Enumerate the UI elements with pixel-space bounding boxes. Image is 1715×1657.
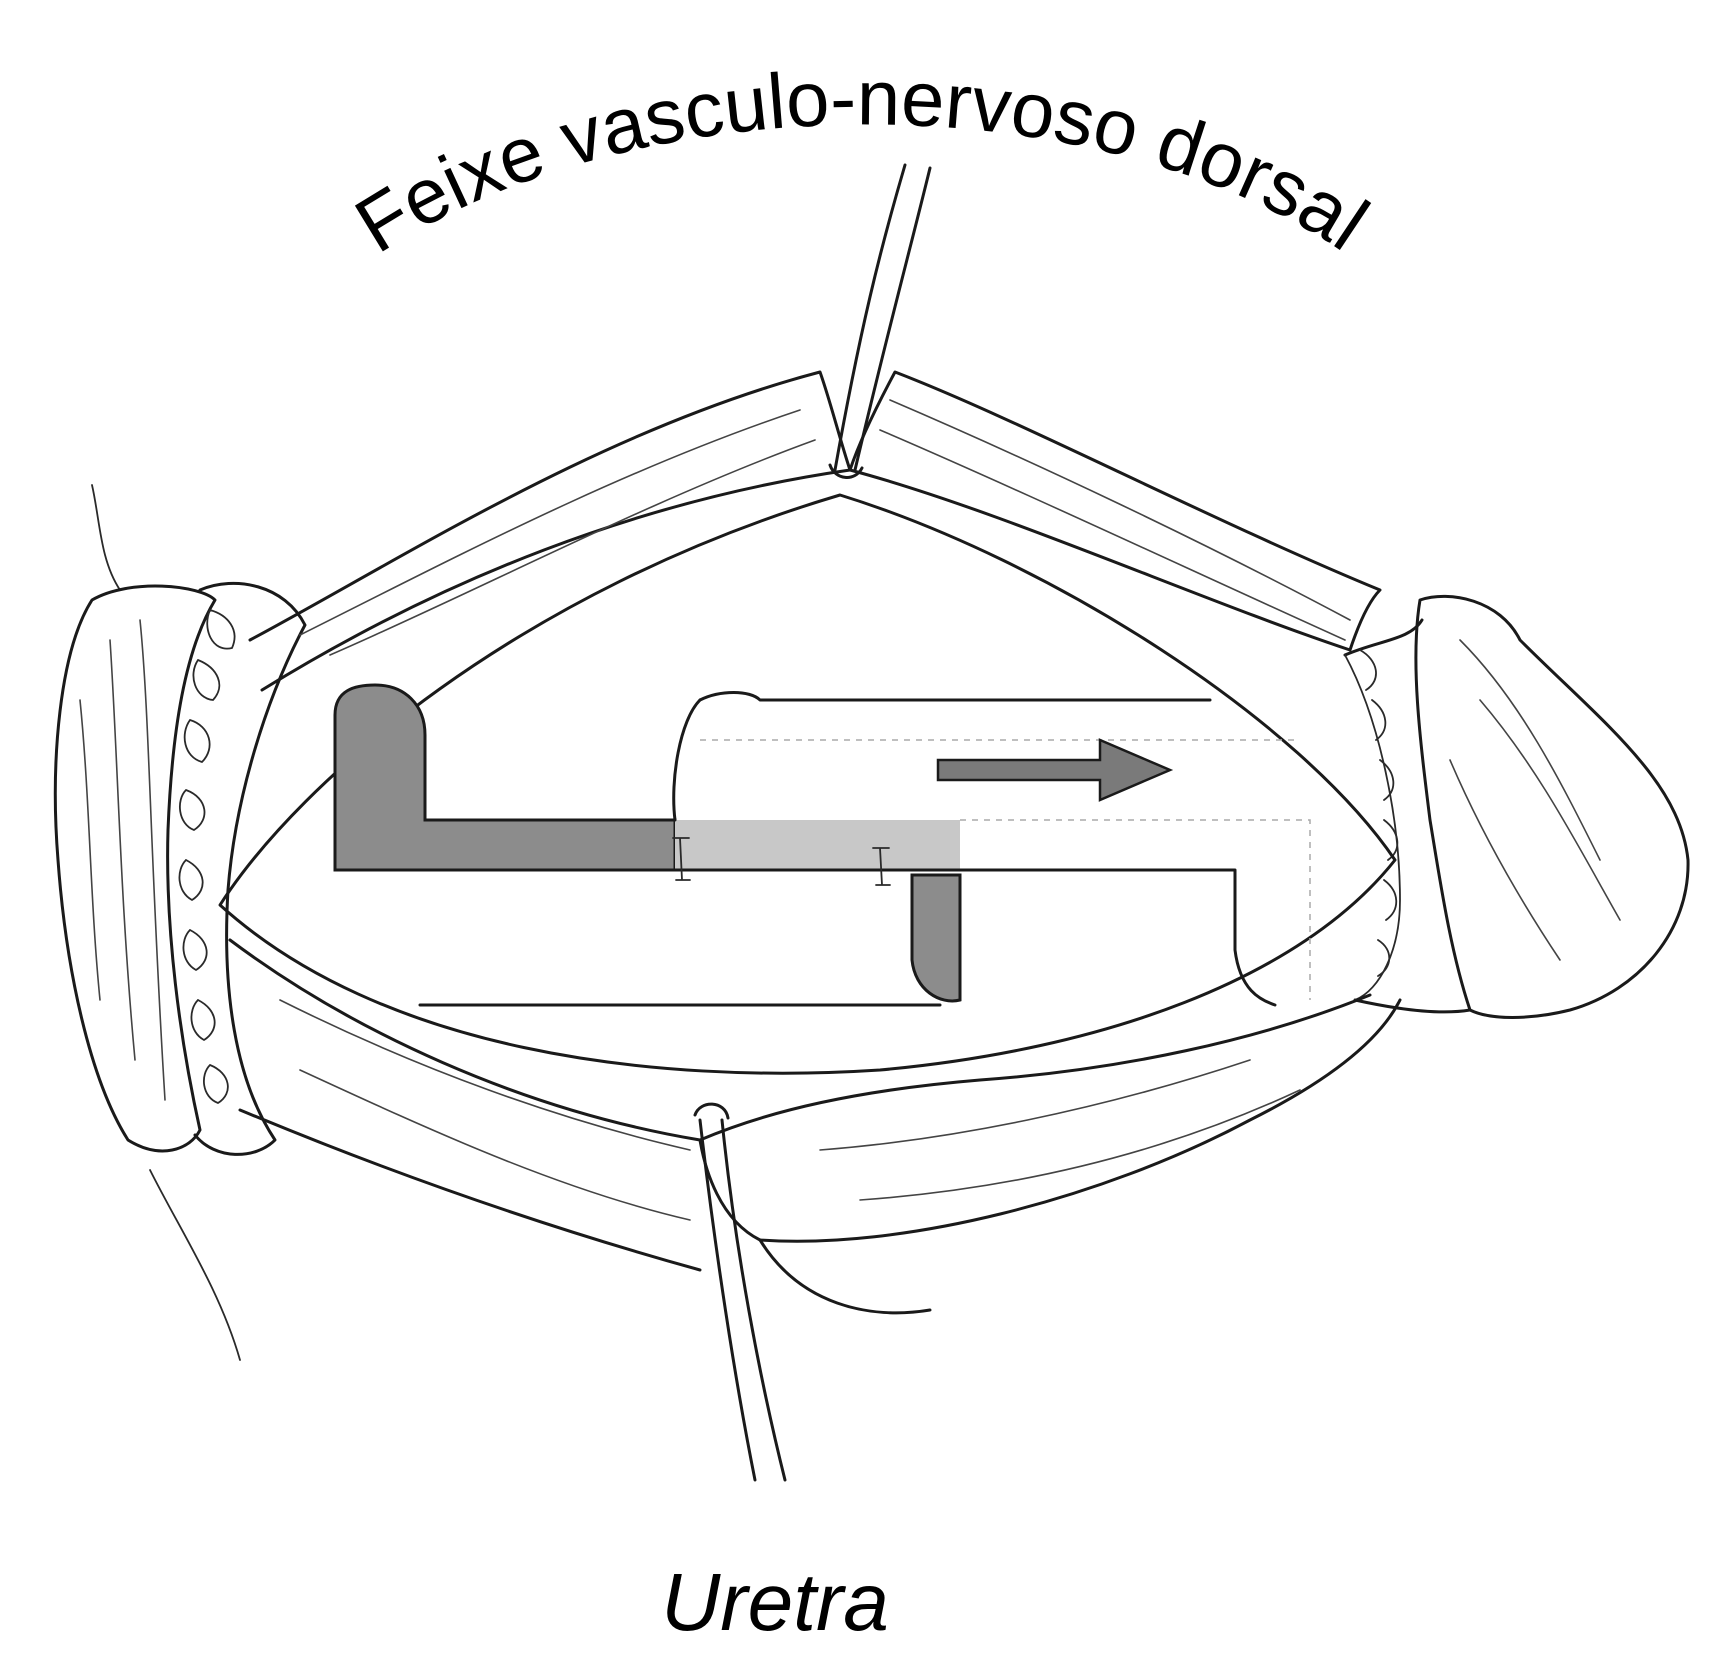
overlap-shade [675, 820, 960, 870]
upper-forceps [828, 163, 932, 479]
lower-forceps [693, 1102, 787, 1482]
urethra-label: Uretra [661, 1557, 889, 1648]
body-outline [91, 484, 241, 1361]
flap-diagram [333, 683, 1311, 1007]
shift-arrow [936, 738, 1174, 802]
left-stump [53, 582, 307, 1156]
glans [1343, 594, 1690, 1019]
upper-flap-shaded [333, 683, 677, 872]
top-arc-label: Feixe vasculo-nervoso dorsal [340, 53, 1383, 269]
cavity-outline [218, 493, 1397, 1075]
ventral-band [228, 938, 1402, 1315]
top-arc-label-text: Feixe vasculo-nervoso dorsal [340, 53, 1383, 269]
dorsal-neurovascular-bundle [248, 370, 1382, 692]
lower-flap-shaded [910, 873, 962, 1003]
